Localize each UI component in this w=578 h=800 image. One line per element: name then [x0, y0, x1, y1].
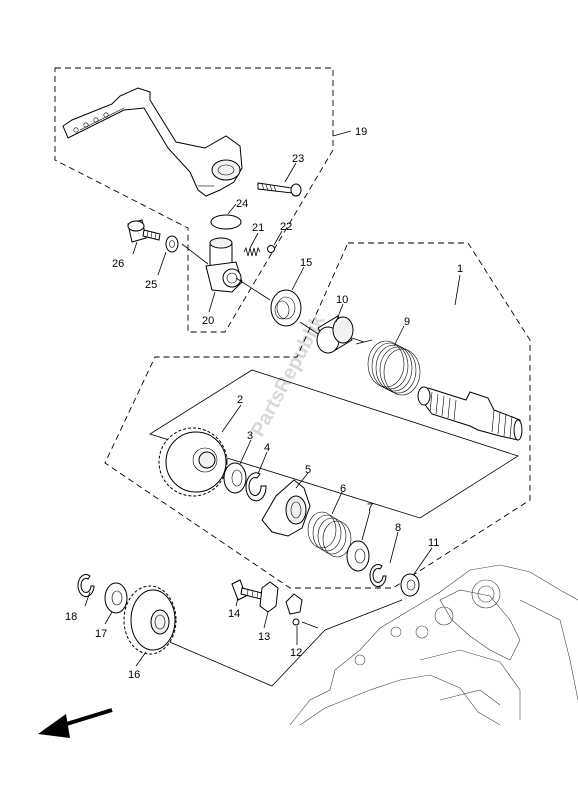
mount-outline [164, 599, 403, 687]
callout-labels: 1 2 3 4 5 6 7 8 9 10 11 12 13 14 15 16 1… [65, 126, 463, 681]
callout-21: 21 [252, 222, 264, 234]
callout-23: 23 [292, 153, 304, 165]
callout-4: 4 [264, 442, 270, 454]
oil-seal[interactable] [270, 289, 302, 327]
callout-9: 9 [404, 316, 410, 328]
callout-7: 7 [367, 502, 373, 514]
callout-17: 17 [95, 628, 107, 640]
front-direction-arrow [38, 708, 113, 738]
callout-22: 22 [280, 221, 292, 233]
kick-lever[interactable] [62, 87, 243, 197]
idle-gear[interactable] [123, 585, 177, 655]
kick-gear[interactable] [158, 427, 228, 497]
callout-19: 19 [355, 126, 367, 138]
callout-2: 2 [237, 394, 243, 406]
leader-lines [84, 130, 461, 667]
callout-14: 14 [228, 608, 240, 620]
bolt-washer[interactable] [165, 235, 179, 253]
ratchet-spring[interactable] [307, 511, 352, 558]
o-ring[interactable] [210, 214, 242, 230]
callout-26: 26 [112, 258, 124, 270]
callout-6: 6 [340, 483, 346, 495]
group-1-outline [104, 242, 531, 589]
guide-bolt[interactable] [231, 579, 267, 601]
callout-1: 1 [457, 263, 463, 275]
spring-washer[interactable] [346, 540, 370, 572]
kick-shaft[interactable] [417, 386, 523, 441]
kick-boss[interactable] [205, 237, 243, 293]
shaft-assembly-outline [149, 369, 519, 519]
callout-13: 13 [258, 631, 270, 643]
washer-11[interactable] [400, 573, 420, 597]
callout-25: 25 [145, 279, 157, 291]
idle-gear-washer[interactable] [104, 582, 128, 614]
pinch-bolt[interactable] [127, 219, 161, 243]
ball[interactable] [267, 245, 275, 253]
stopper[interactable] [285, 593, 303, 626]
callout-12: 12 [290, 647, 302, 659]
ratchet[interactable] [261, 479, 311, 537]
circlip-4[interactable] [245, 472, 267, 502]
group-19-outline [54, 67, 334, 333]
callout-3: 3 [247, 430, 253, 442]
callout-15: 15 [300, 257, 312, 269]
callout-10: 10 [336, 294, 348, 306]
circlip-8[interactable] [369, 564, 387, 588]
callout-24: 24 [236, 198, 248, 210]
callout-18: 18 [65, 611, 77, 623]
crankcase [289, 564, 578, 726]
collar[interactable] [316, 315, 354, 354]
watermark: PartsRepublik [247, 311, 330, 441]
callout-20: 20 [202, 315, 214, 327]
ratchet-guide[interactable] [259, 581, 279, 613]
callout-11: 11 [428, 537, 439, 549]
callout-5: 5 [305, 464, 311, 476]
circlip-18[interactable] [77, 574, 95, 598]
callout-16: 16 [128, 669, 140, 681]
small-spring[interactable] [243, 246, 261, 257]
callout-8: 8 [395, 522, 401, 534]
shaft-washer[interactable] [223, 462, 247, 494]
lever-bolt[interactable] [257, 182, 302, 197]
torsion-spring[interactable] [355, 339, 421, 396]
